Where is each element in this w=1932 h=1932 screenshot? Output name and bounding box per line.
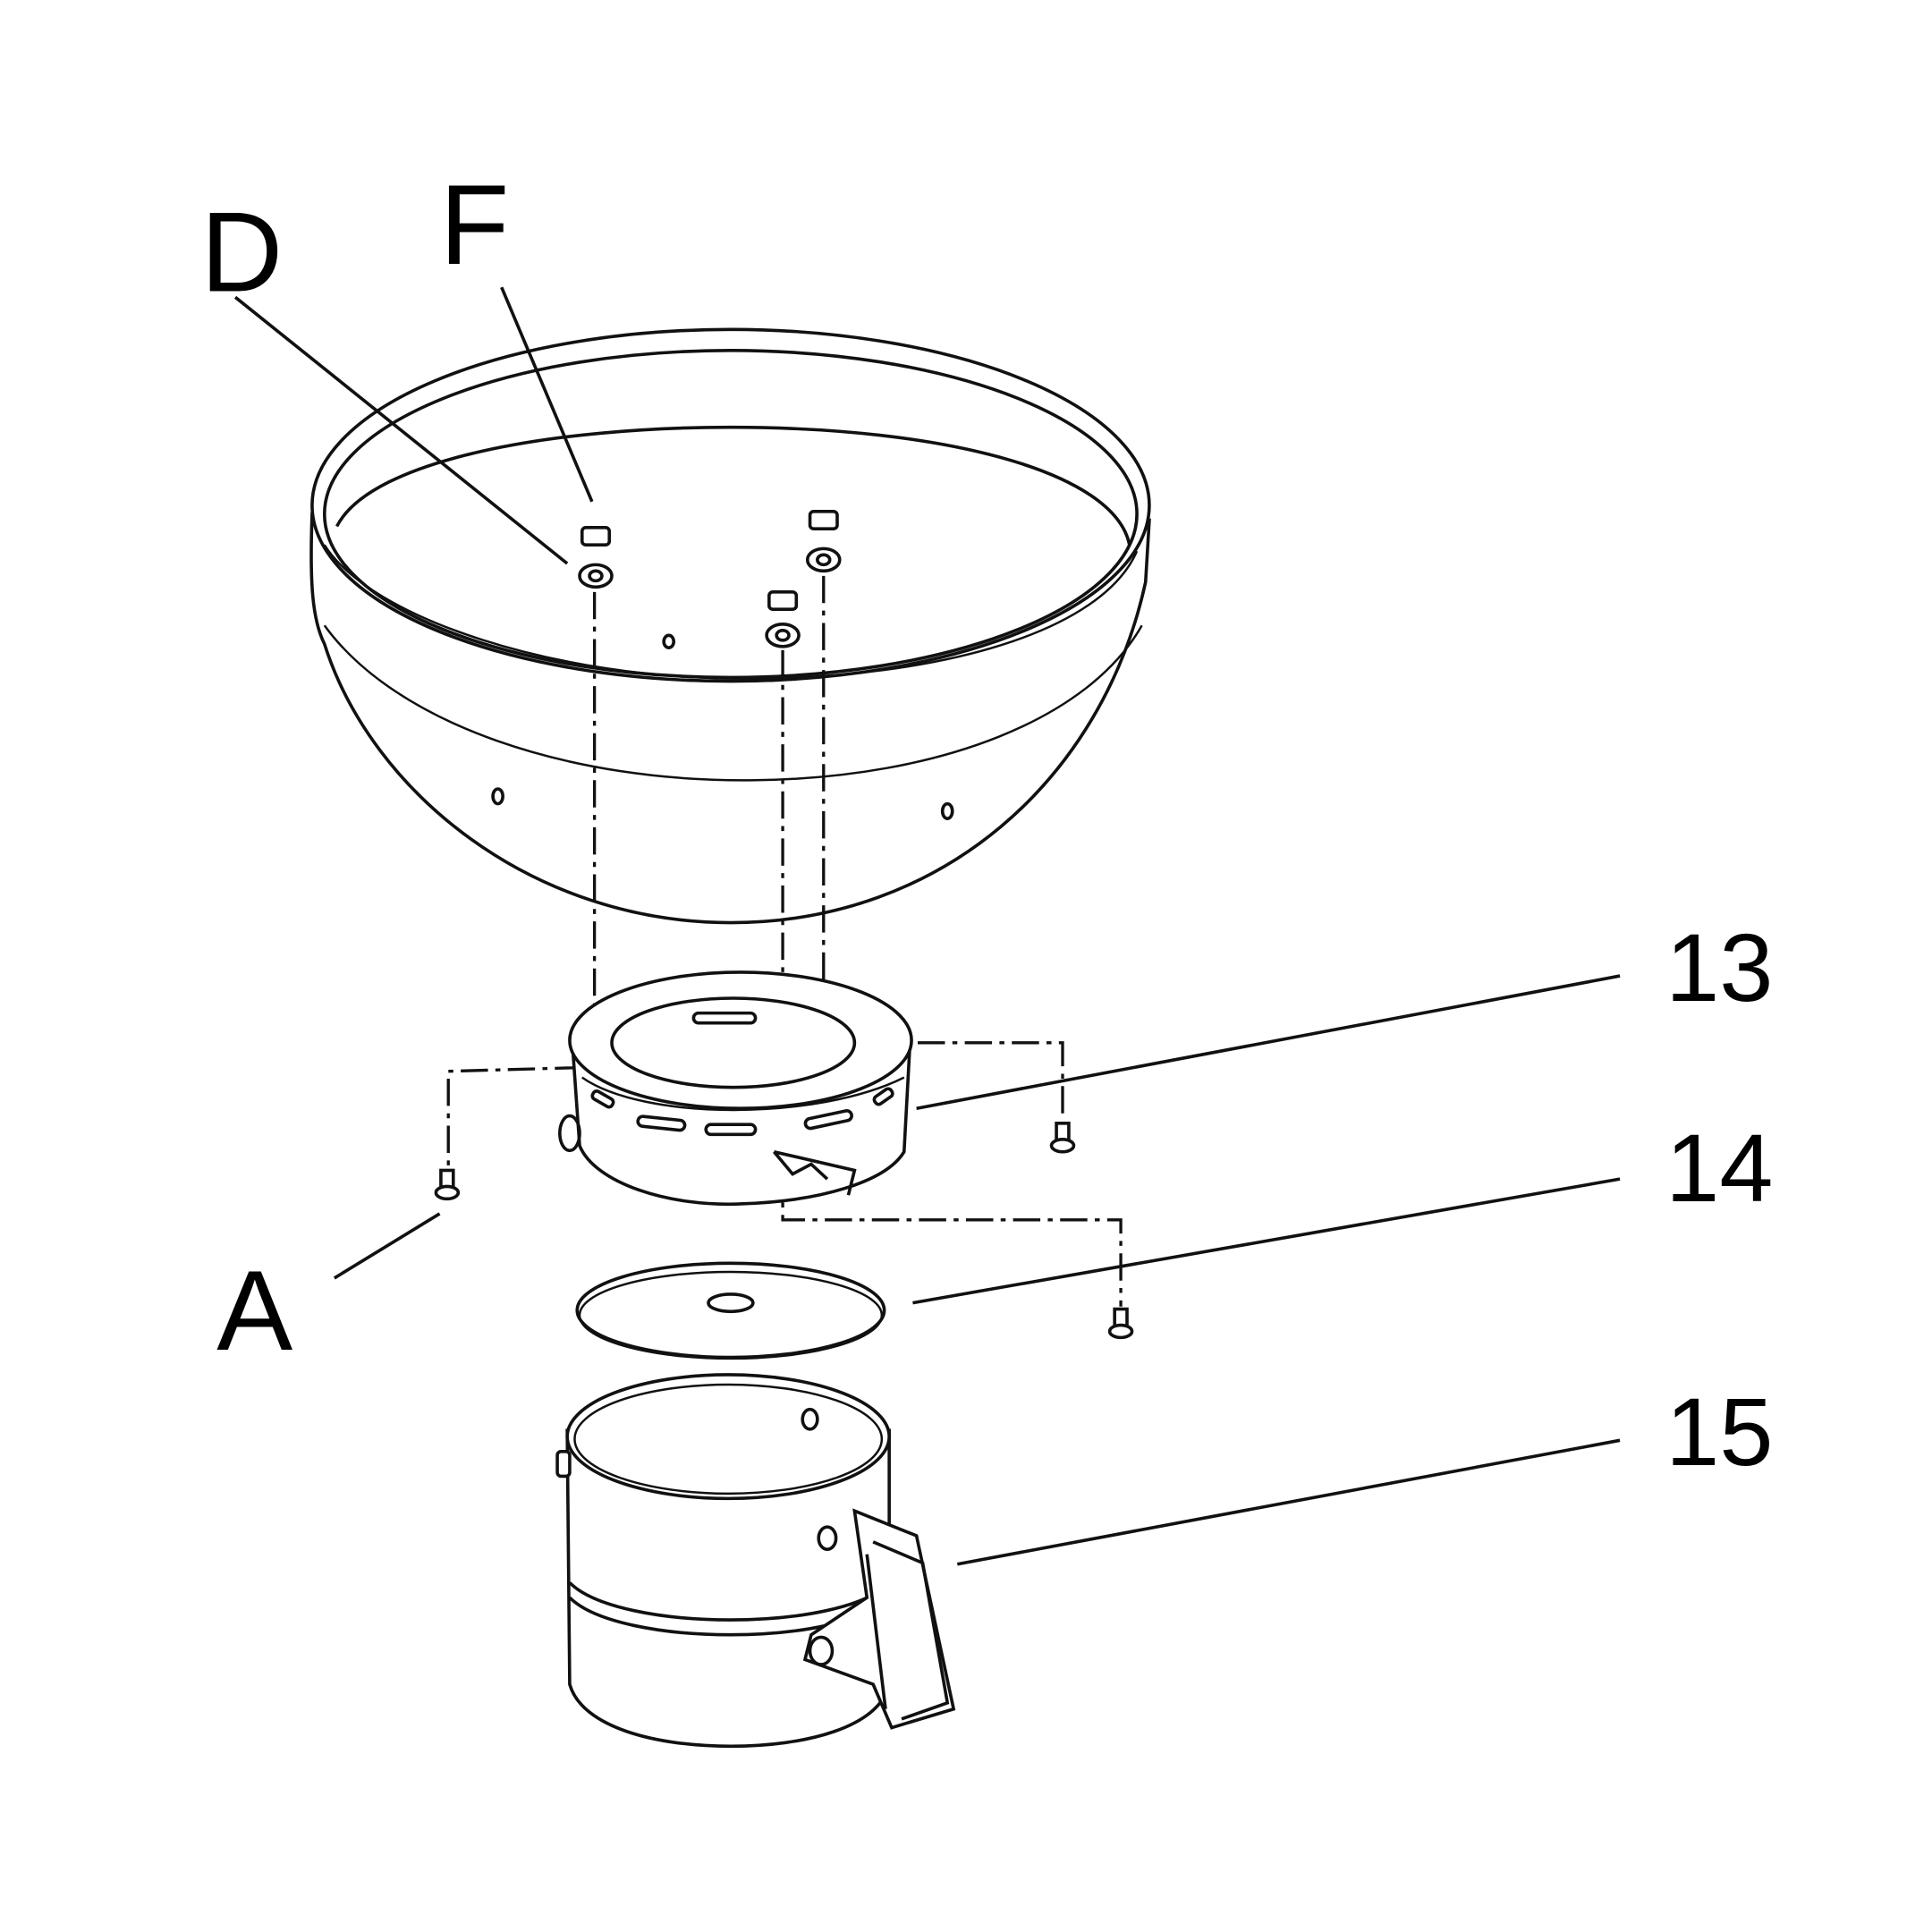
ring-slots bbox=[590, 1011, 894, 1137]
bowl-rim-lip bbox=[322, 349, 1139, 680]
callout-A: A bbox=[216, 1247, 292, 1374]
screw-icon bbox=[1049, 1122, 1076, 1154]
bowl-canopy bbox=[309, 327, 1151, 925]
bowl-outer-band bbox=[323, 544, 1139, 681]
bowl-hole bbox=[662, 633, 676, 649]
screws-A bbox=[434, 1122, 1134, 1340]
bowl-inner-rim bbox=[335, 425, 1131, 546]
screw-icon bbox=[1107, 1307, 1134, 1340]
callout-13: 13 bbox=[1665, 913, 1773, 1021]
bowl-hole bbox=[491, 787, 504, 806]
bowl-band-line bbox=[323, 624, 1143, 782]
leader-lines bbox=[233, 286, 1621, 1566]
callout-15: 15 bbox=[1665, 1377, 1773, 1486]
bowl-top-rim bbox=[310, 327, 1151, 683]
callout-F: F bbox=[440, 161, 510, 288]
bolts-D bbox=[578, 510, 842, 648]
callout-14: 14 bbox=[1665, 1114, 1773, 1222]
leader-F bbox=[500, 286, 594, 503]
bowl-hole bbox=[940, 801, 954, 821]
hex-bolt-icon bbox=[578, 526, 614, 589]
part-15-canister bbox=[555, 1373, 956, 1749]
part-13-ring bbox=[558, 970, 913, 1207]
leader-A bbox=[333, 1212, 441, 1280]
leader-D bbox=[233, 295, 569, 565]
hex-bolt-icon bbox=[805, 510, 842, 573]
latch-clamp bbox=[802, 1508, 956, 1730]
callout-D: D bbox=[200, 188, 283, 315]
hex-bolt-icon bbox=[765, 590, 801, 648]
leader-14 bbox=[912, 1177, 1621, 1305]
leader-15 bbox=[956, 1438, 1621, 1566]
screw-icon bbox=[434, 1168, 461, 1201]
assembly-lines bbox=[446, 575, 1123, 1307]
part-14-disc bbox=[575, 1261, 886, 1360]
leader-13 bbox=[916, 974, 1621, 1110]
